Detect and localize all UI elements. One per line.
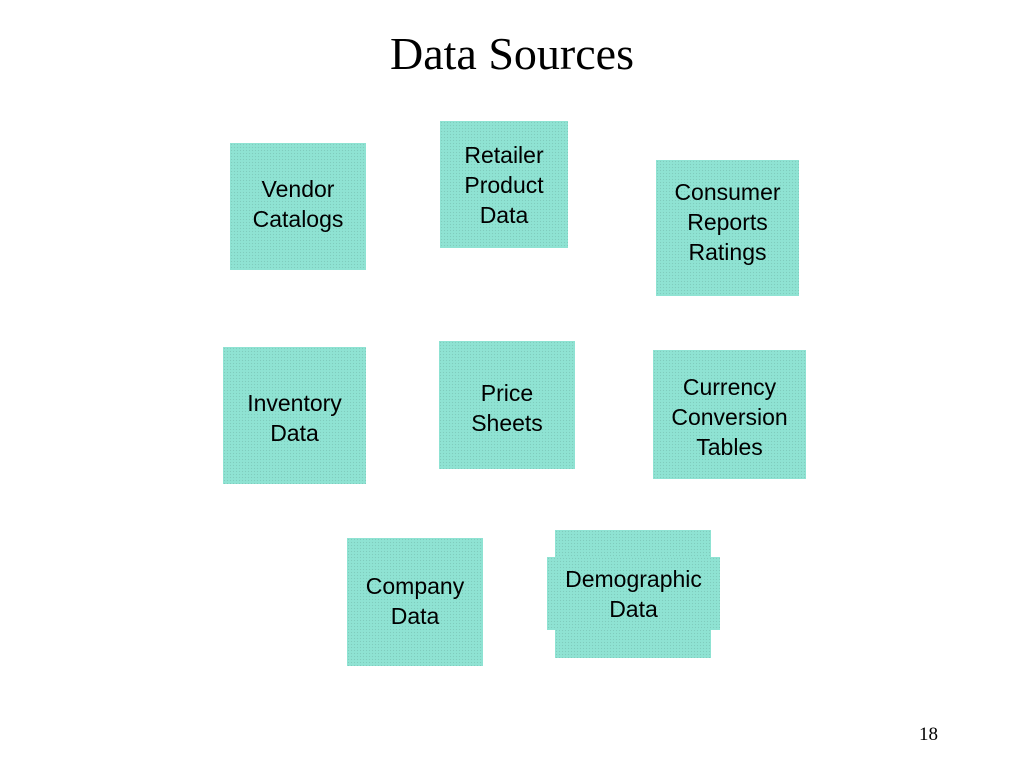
currency-conversion-tables-label: Currency Conversion Tables <box>671 374 788 460</box>
inventory-data-label: Inventory Data <box>247 390 342 446</box>
slide-title: Data Sources <box>390 28 634 79</box>
currency-conversion-tables-box: Currency Conversion Tables <box>653 350 806 479</box>
company-data-box: Company Data <box>347 538 483 666</box>
price-sheets-label: Price Sheets <box>471 380 543 436</box>
consumer-reports-ratings-label: Consumer Reports Ratings <box>674 179 781 265</box>
vendor-catalogs-label: Vendor Catalogs <box>252 176 344 232</box>
retailer-product-data-box: Retailer Product Data <box>440 121 568 248</box>
price-sheets-box: Price Sheets <box>439 341 575 469</box>
company-data-label: Company Data <box>365 573 465 629</box>
vendor-catalogs-box: Vendor Catalogs <box>230 143 366 270</box>
inventory-data-box: Inventory Data <box>223 347 366 484</box>
consumer-reports-ratings-box: Consumer Reports Ratings <box>656 160 799 296</box>
retailer-product-data-label: Retailer Product Data <box>464 142 544 228</box>
demographic-data-label: Demographic Data <box>565 566 702 622</box>
demographic-data-box: Demographic Data <box>547 557 720 630</box>
page-number: 18 <box>919 724 938 745</box>
